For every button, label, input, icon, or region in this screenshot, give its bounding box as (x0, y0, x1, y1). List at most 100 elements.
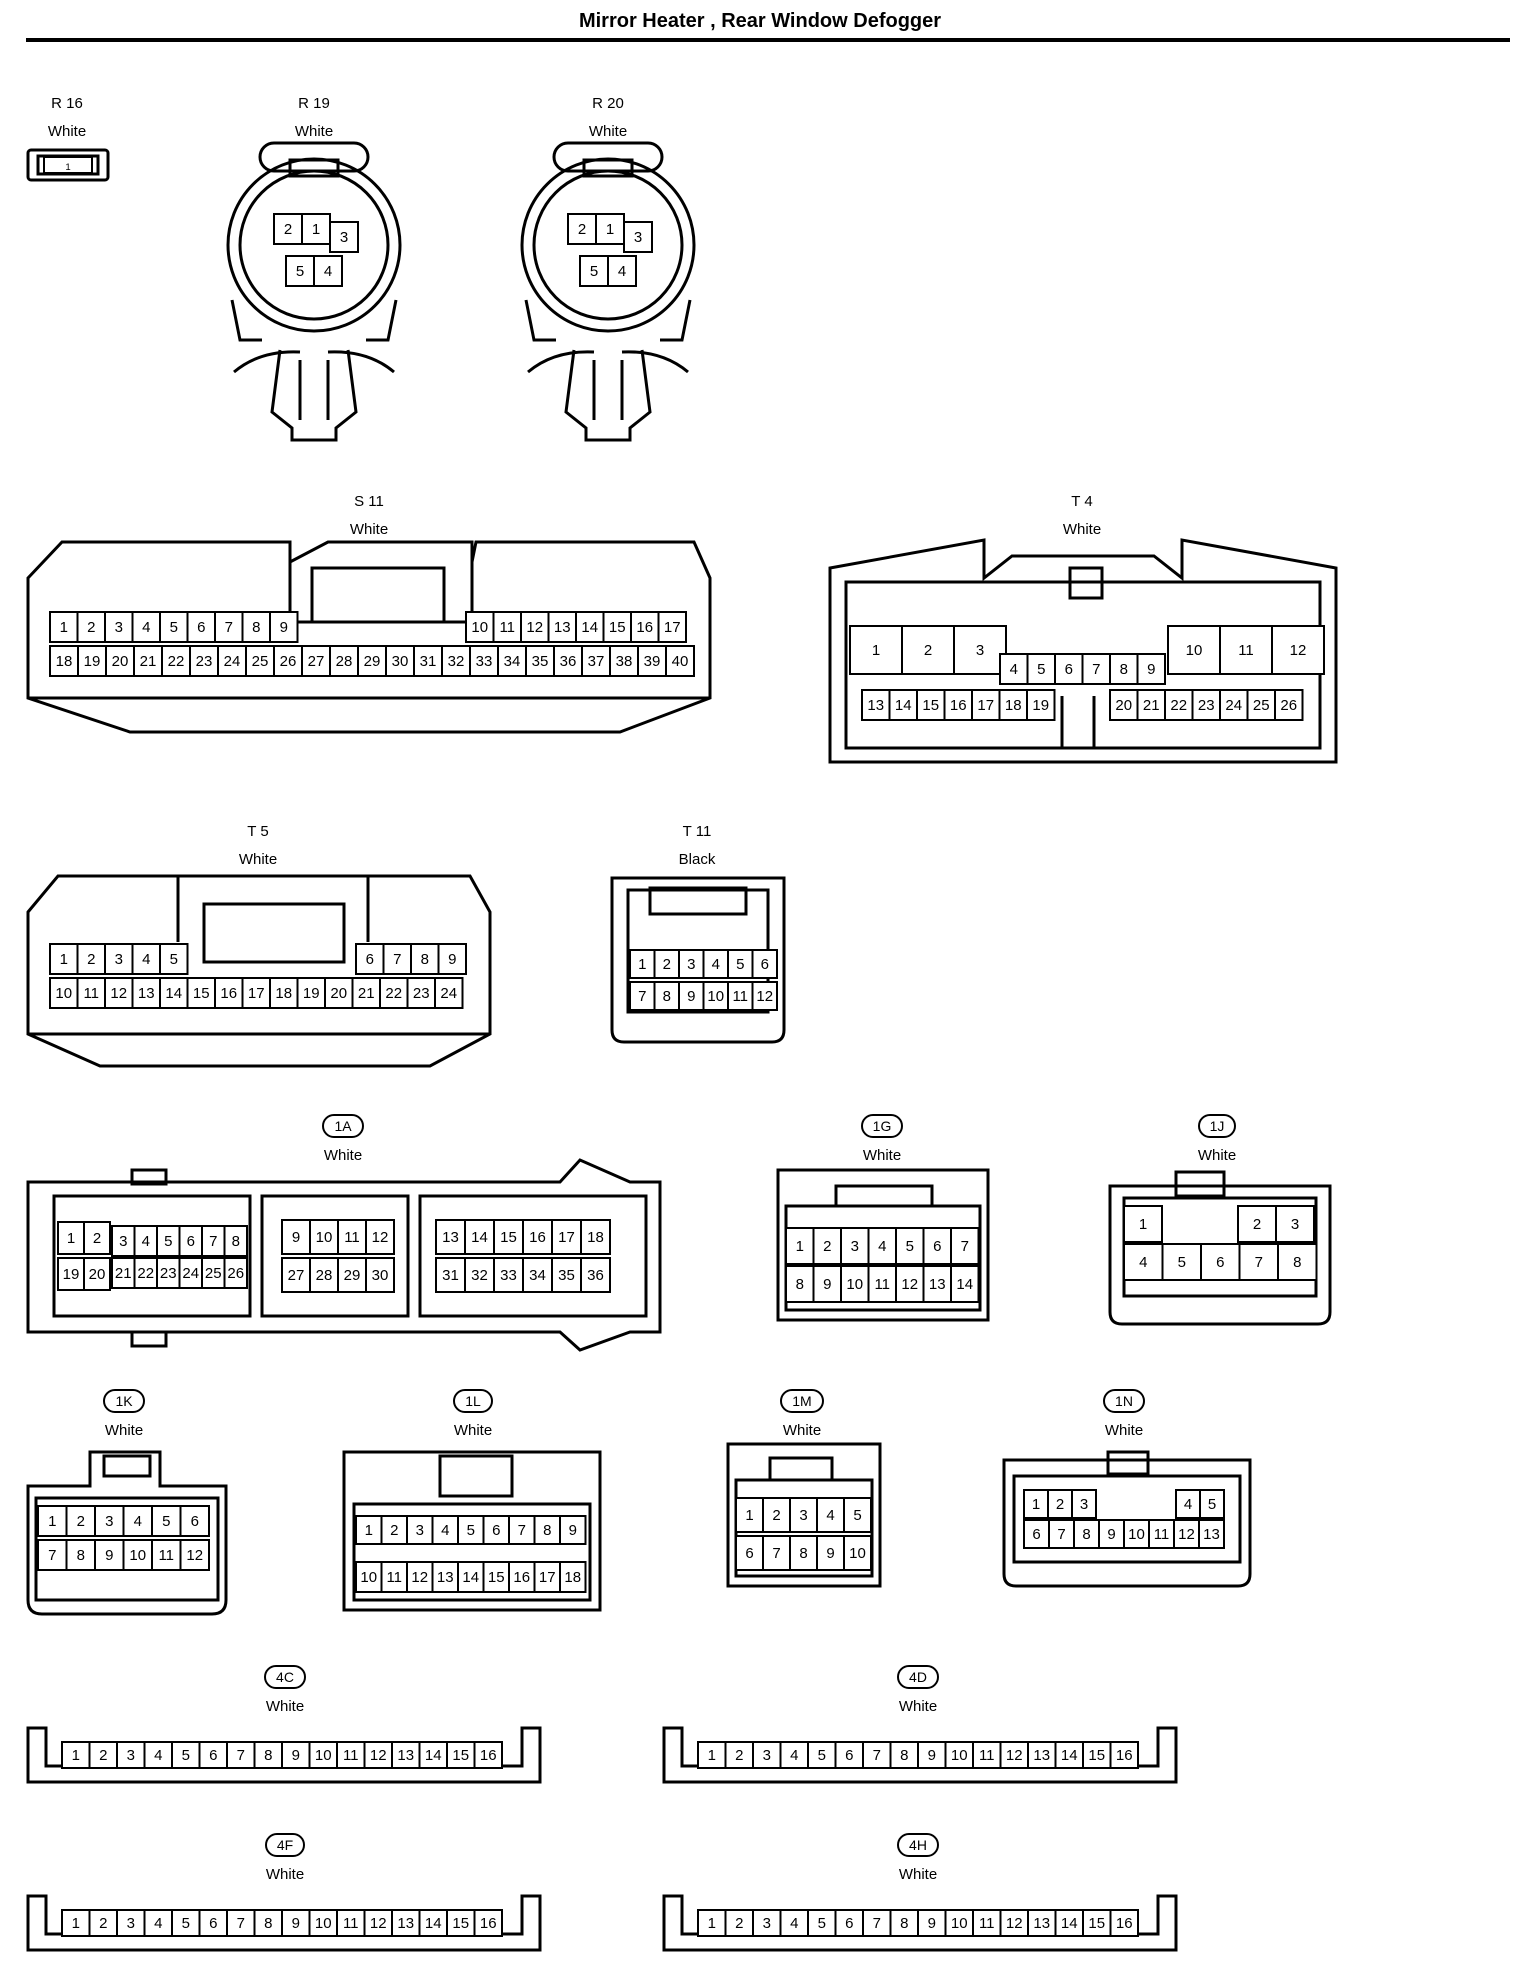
4c-pin-label: 4 (154, 1747, 162, 1764)
4h-pin-box (972, 1909, 1002, 1937)
1k-pin-box (122, 1539, 153, 1571)
1m-pin-label: 10 (849, 1545, 866, 1562)
1a-pin-label: 8 (232, 1233, 240, 1250)
1g-pin-label: 8 (796, 1276, 804, 1293)
s11-pin-label: 10 (471, 619, 488, 636)
1g-pin-label: 14 (956, 1276, 973, 1293)
t11-pin-label: 3 (687, 956, 695, 973)
4d-pin-box (834, 1741, 864, 1769)
1k-pin-label: 1 (48, 1513, 56, 1530)
1k-pin-box (179, 1505, 210, 1537)
s11-pin-label: 20 (112, 653, 129, 670)
1a-pin-box (83, 1257, 111, 1291)
connector-r19-body (226, 141, 402, 442)
4f-pin-label: 8 (264, 1915, 272, 1932)
1m-pin-label: 3 (799, 1507, 807, 1524)
1a-pin-label: 9 (292, 1229, 300, 1246)
1l-pin-label: 9 (569, 1522, 577, 1539)
4f-pin-label: 14 (425, 1915, 442, 1932)
s11-pin-box (245, 645, 275, 677)
4h-pin-label: 2 (735, 1915, 743, 1932)
1k-pin-label: 3 (105, 1513, 113, 1530)
t11-pin-box (702, 949, 729, 979)
t5-pin-label: 13 (138, 985, 155, 1002)
4f-pin-box (418, 1909, 448, 1937)
s11-pin-box (161, 645, 191, 677)
1l-pin-box (406, 1515, 434, 1545)
t4-pin-box (953, 625, 1007, 675)
4c-pin-label: 9 (292, 1747, 300, 1764)
t5-pin-label: 19 (303, 985, 320, 1002)
t4-pin-label: 6 (1065, 661, 1073, 678)
t5-pin-box (269, 977, 299, 1009)
4c-pin-label: 3 (127, 1747, 135, 1764)
t4-pin-label: 24 (1225, 697, 1242, 714)
1k-pin-box (94, 1539, 125, 1571)
s11-pin-label: 13 (554, 619, 571, 636)
1a-pin-label: 23 (160, 1265, 177, 1282)
s11-pin-label: 15 (609, 619, 626, 636)
t4-pin-label: 18 (1005, 697, 1022, 714)
s11-pin-label: 37 (588, 653, 605, 670)
1l-pin-label: 5 (467, 1522, 475, 1539)
1a-pin-label: 16 (529, 1229, 546, 1246)
s11-pin-label: 18 (56, 653, 73, 670)
t4-pin-box (901, 625, 955, 675)
1m-pin-label: 4 (826, 1507, 834, 1524)
4f-pin-box (473, 1909, 503, 1937)
4c-pin-label: 13 (397, 1747, 414, 1764)
1g-pin-box (812, 1265, 842, 1303)
4d-pin-label: 10 (951, 1747, 968, 1764)
r20-pin-box (607, 255, 637, 287)
1g-pin-label: 2 (823, 1238, 831, 1255)
s11-pin-box (131, 611, 161, 643)
s11-pin-label: 25 (252, 653, 269, 670)
1a-pin-box (365, 1219, 395, 1255)
4c-pin-label: 12 (370, 1747, 387, 1764)
title-rule (26, 38, 1510, 42)
t4-pin-box (1026, 689, 1056, 721)
1a-pin-label: 24 (182, 1265, 199, 1282)
1n-pin-box (1071, 1489, 1097, 1519)
4d-pin-label: 15 (1088, 1747, 1105, 1764)
t4-pin-label: 13 (867, 697, 884, 714)
1a-pin-label: 20 (89, 1266, 106, 1283)
1m-pin-label: 2 (772, 1507, 780, 1524)
4d-pin-label: 8 (900, 1747, 908, 1764)
t11-pin-label: 7 (638, 988, 646, 1005)
1n-pin-box (1073, 1519, 1100, 1549)
1k-pin-box (65, 1539, 96, 1571)
4f-pin-box (253, 1909, 283, 1937)
1g-pin-label: 10 (846, 1276, 863, 1293)
4h-pin-label: 5 (818, 1915, 826, 1932)
1n-pin-box (1198, 1519, 1225, 1549)
4d-pin-label: 2 (735, 1747, 743, 1764)
s11-pin-label: 17 (664, 619, 681, 636)
t5-pin-box (382, 943, 412, 975)
1k-pin-label: 2 (77, 1513, 85, 1530)
1n-pin-label: 4 (1184, 1496, 1192, 1513)
s11-pin-label: 4 (142, 619, 150, 636)
1k-pin-label: 6 (191, 1513, 199, 1530)
4c-pin-label: 16 (480, 1747, 497, 1764)
1m-pin-label: 8 (799, 1545, 807, 1562)
t5-pin-box (351, 977, 381, 1009)
4h-pin-label: 10 (951, 1915, 968, 1932)
1a-pin-label: 6 (187, 1233, 195, 1250)
t4-pin-box (1136, 653, 1166, 685)
4d-pin-box (917, 1741, 947, 1769)
4f-pin-label: 4 (154, 1915, 162, 1932)
4h-pin-label: 3 (763, 1915, 771, 1932)
4c-pin-box (226, 1741, 256, 1769)
1k-pin-label: 11 (158, 1547, 174, 1564)
s11-pin-label: 21 (140, 653, 157, 670)
4f-pin-label: 10 (315, 1915, 332, 1932)
4c-pin-label: 5 (182, 1747, 190, 1764)
1n-pin-box (1023, 1519, 1050, 1549)
1g-pin-label: 4 (878, 1238, 886, 1255)
4f-pin-box (198, 1909, 228, 1937)
1a-pin-label: 12 (372, 1229, 389, 1246)
